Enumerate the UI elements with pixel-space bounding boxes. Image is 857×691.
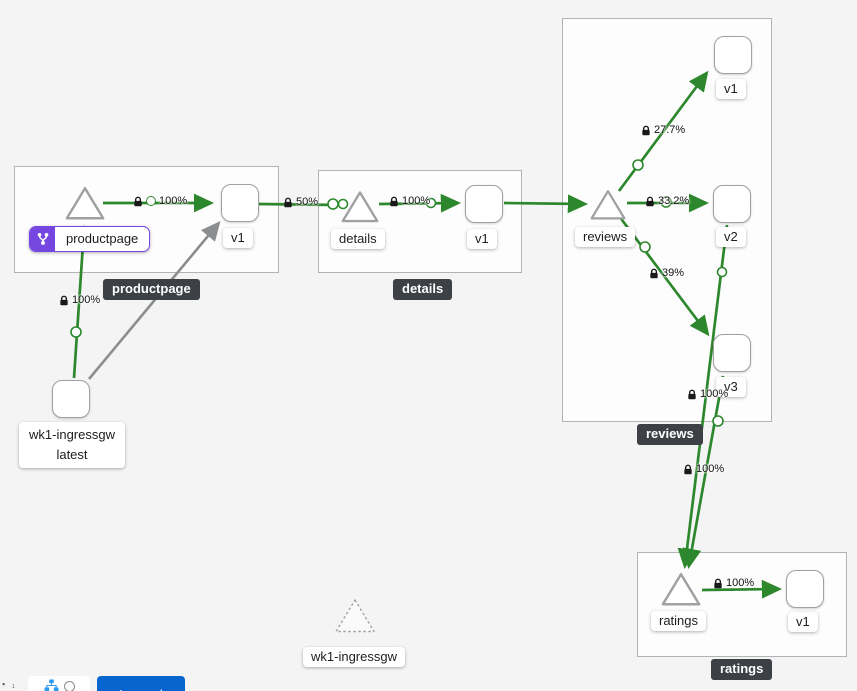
edge-label: 27.7% [641,124,685,136]
edge-percentage: 100% [72,294,101,306]
app-badge-reviews: reviews [637,424,703,445]
edge-ingressgw-to-productpage[interactable] [72,224,93,379]
app-badge-details: details [393,279,453,300]
mtls-lock-icon [649,268,659,279]
workload-node-ratings-v1[interactable] [786,570,824,608]
node-label-reviews-v3: v3 [716,377,746,397]
edge-reviewsv2-to-ratings[interactable] [677,224,729,570]
ingressgw-version: latest [56,446,88,462]
edge-label: 100% [683,463,724,475]
clipped-toolbar-icons[interactable]: ▪ ₁ [2,679,17,689]
edge-label: 50% [283,196,318,208]
workload-node-productpage-v1[interactable] [221,184,259,222]
mtls-lock-icon [687,389,697,400]
mtls-lock-icon [645,196,655,207]
traffic-dot-icon [146,196,156,206]
edge-label: 100% [389,195,430,207]
edge-percentage: 39% [662,267,685,279]
node-label-ratings-v1: v1 [788,612,818,632]
edge-percentage: 33.2% [658,195,690,207]
legend-button[interactable]: Legend [97,676,185,691]
node-label-reviews-v2: v2 [716,227,746,247]
idle-service-node-ingressgw[interactable] [333,597,377,635]
edge-label: 33.2% [645,195,689,207]
mtls-lock-icon [683,464,693,475]
service-node-ratings[interactable] [660,571,702,608]
edge-label: 100% [133,195,187,207]
edge-percentage: 50% [296,196,319,208]
edge-reviews-to-v1[interactable] [617,70,709,192]
edge-percentage: 100% [700,388,729,400]
node-label-ingressgw: wk1-ingressgw latest [19,422,125,468]
edge-percentage: 100% [402,195,431,207]
node-label-ratings: ratings [651,611,707,631]
node-label-details: details [331,229,385,249]
edge-label: 100% [59,294,100,306]
node-label-text: productpage [66,231,139,246]
mtls-lock-icon [59,295,69,306]
edge-label: 39% [649,267,684,279]
node-label-reviews: reviews [575,227,636,247]
edge-reviewsv3-to-ratings[interactable] [682,375,725,569]
workload-node-reviews-v3[interactable] [713,334,751,372]
magnifier-icon [63,681,75,691]
app-badge-ratings: ratings [711,659,773,680]
ingressgw-name: wk1-ingressgw [29,427,115,442]
node-label-productpage[interactable]: productpage [29,226,151,252]
mtls-lock-icon [133,196,143,207]
edge-label: 100% [713,577,754,589]
service-node-productpage[interactable] [64,185,106,222]
workload-node-reviews-v1[interactable] [714,36,752,74]
sitemap-icon [44,679,58,691]
workload-node-ingressgw[interactable] [52,380,90,418]
node-label-details-v1: v1 [467,229,497,249]
virtual-service-icon [30,227,55,251]
node-label-idle-ingressgw: wk1-ingressgw [303,647,405,667]
edge-percentage: 27.7% [654,124,686,136]
edge-percentage: 100% [159,195,188,207]
node-label-reviews-v1: v1 [716,79,746,99]
edge-percentage: 100% [726,577,755,589]
edge-detailsv1-to-reviews[interactable] [503,194,589,214]
mtls-lock-icon [713,578,723,589]
edge-percentage: 100% [696,463,725,475]
mtls-lock-icon [283,197,293,208]
edge-ratings-to-v1[interactable] [701,579,783,599]
mtls-lock-icon [389,196,399,207]
mtls-lock-icon [641,125,651,136]
edge-productpagev1-to-details[interactable] [258,202,340,207]
graph-display-button[interactable] [28,676,90,691]
edge-ingressgw-to-productpage-v1[interactable] [88,221,221,380]
node-label-productpage-v1: v1 [223,228,253,248]
app-badge-productpage: productpage [103,279,200,300]
service-node-details[interactable] [340,189,380,225]
workload-node-reviews-v2[interactable] [713,185,751,223]
service-node-reviews[interactable] [589,187,627,223]
edge-label: 100% [687,388,728,400]
workload-node-details-v1[interactable] [465,185,503,223]
